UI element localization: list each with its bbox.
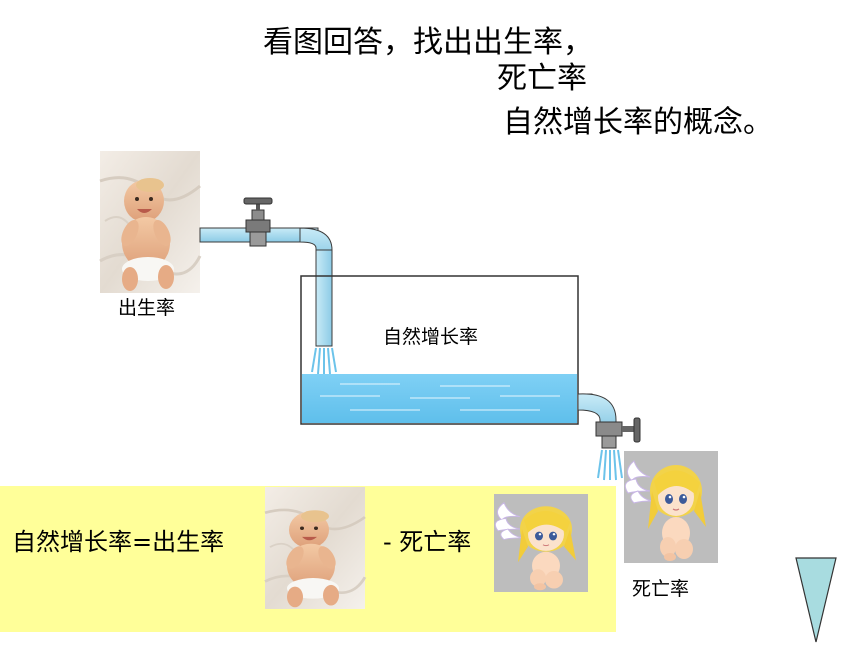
formula-baby-photo: [263, 485, 367, 611]
outlet-faucet-icon: [595, 417, 641, 449]
death-rate-label: 死亡率: [632, 578, 690, 600]
formula-minus-text: - 死亡率: [383, 528, 472, 556]
inlet-pipe-vertical: [315, 249, 333, 347]
formula-angel-image: [493, 493, 589, 593]
water-ripples: [320, 383, 560, 411]
formula-left-text: 自然增长率=出生率: [12, 528, 225, 556]
inlet-faucet-icon: [243, 197, 273, 247]
next-slide-triangle-icon[interactable]: [794, 556, 838, 644]
water-stream-in: [311, 347, 337, 375]
natural-growth-rate-label: 自然增长率: [383, 326, 479, 348]
birth-rate-label: 出生率: [118, 297, 176, 319]
title-line-1: 看图回答，找出出生率，: [263, 25, 593, 60]
title-line-3: 自然增长率的概念。: [503, 105, 773, 140]
water-stream-out: [597, 449, 623, 481]
water-tank: [300, 275, 579, 425]
title-line-2: 死亡率: [497, 61, 587, 96]
